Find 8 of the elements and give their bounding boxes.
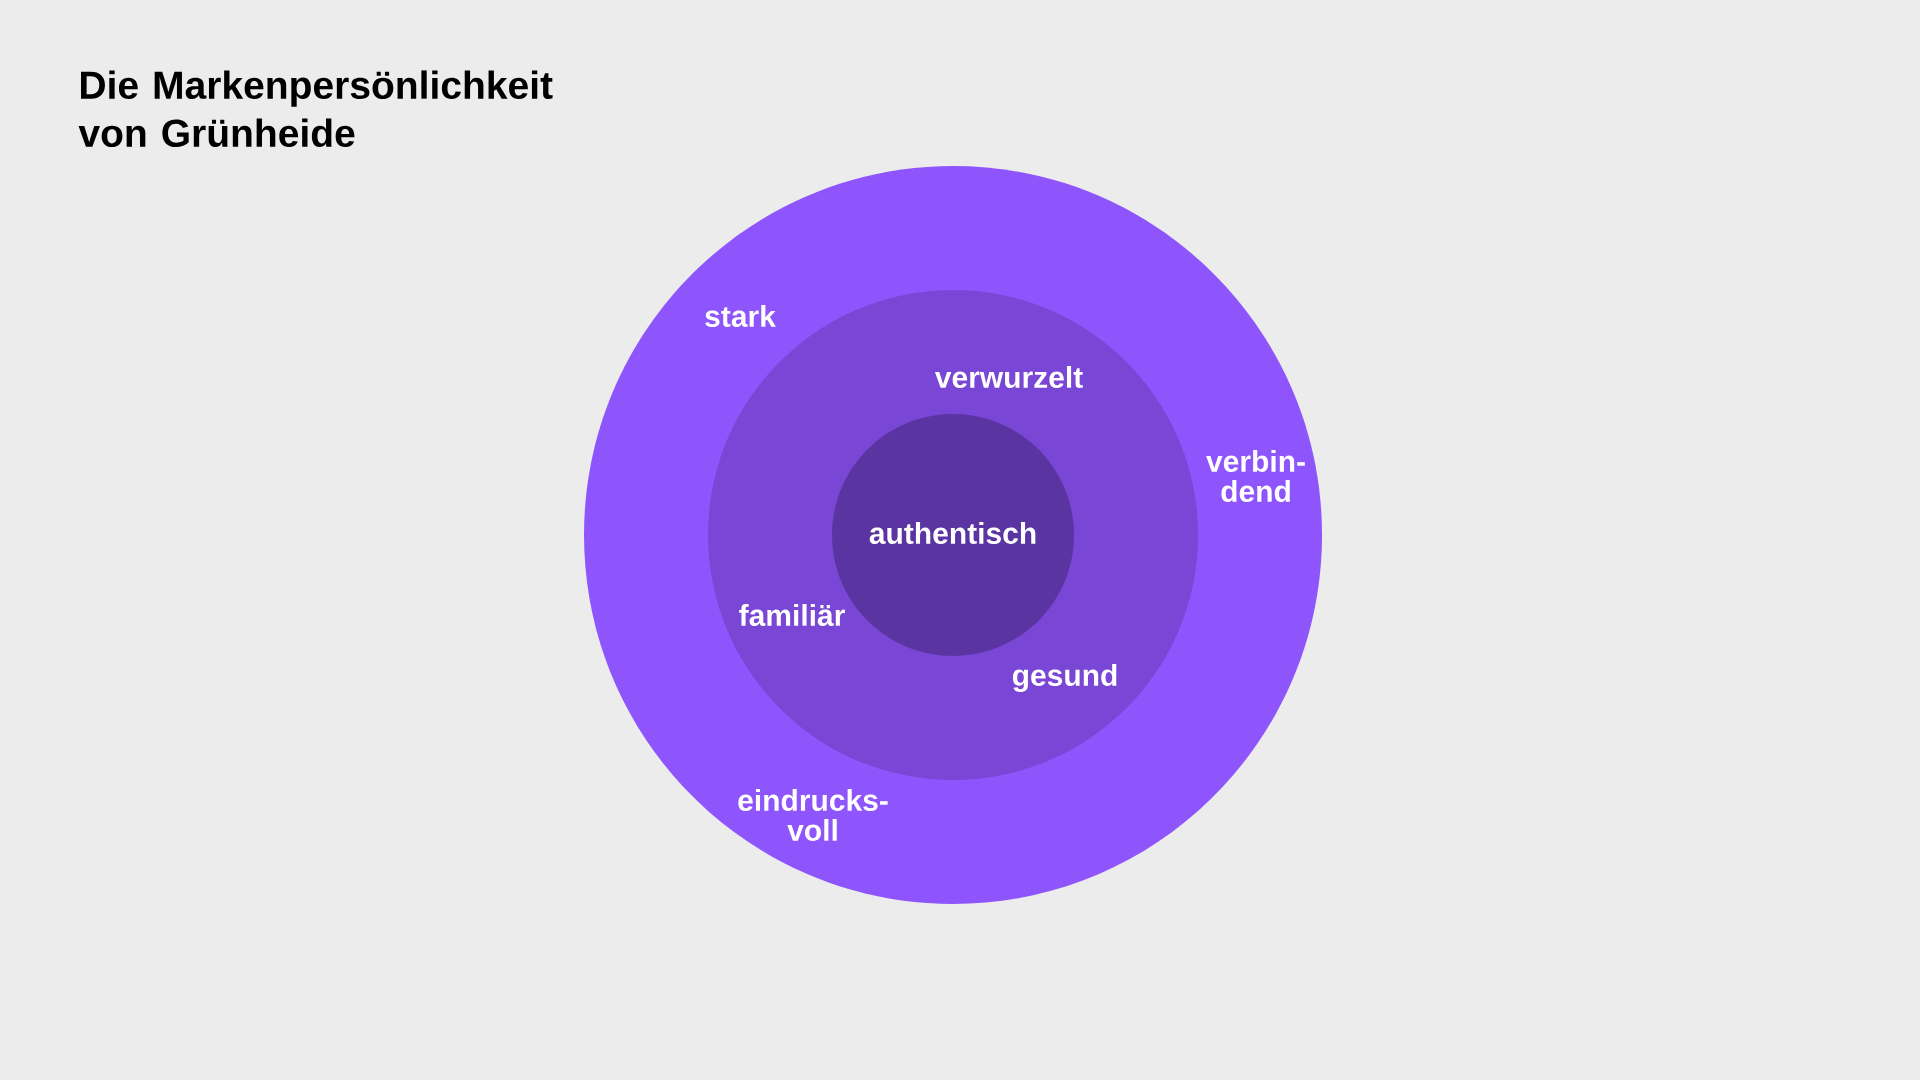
trait-label: eindrucks- voll [738, 789, 888, 841]
trait-label: authentisch [869, 522, 1036, 544]
trait-label: verbin- dend [1206, 450, 1305, 502]
trait-label: stark [705, 305, 776, 327]
trait-label: verwurzelt [934, 366, 1083, 388]
trait-label: familiär [739, 604, 845, 626]
trait-label: gesund [1012, 663, 1117, 693]
title: Die Markenpersönlichkeit von Grünheide [78, 70, 553, 148]
